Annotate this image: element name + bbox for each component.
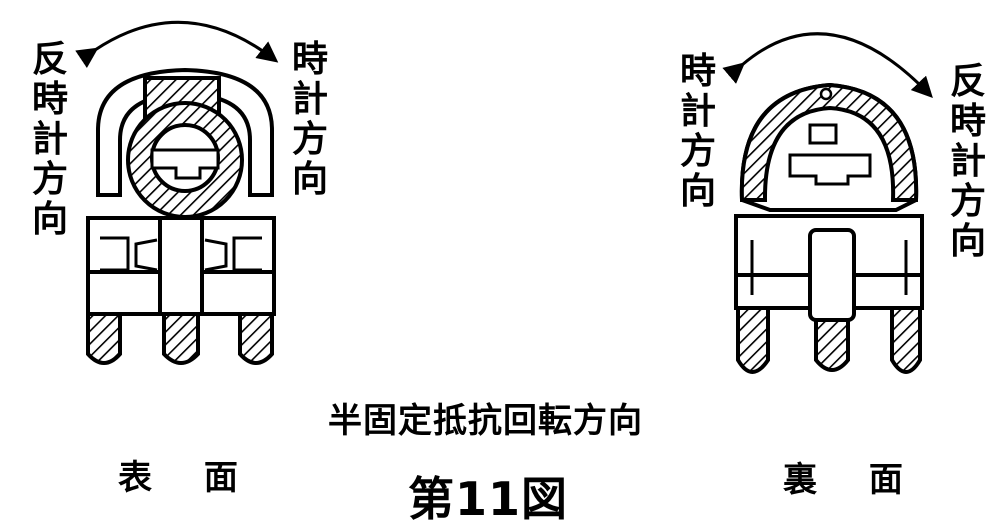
front-pin-center <box>162 312 200 365</box>
back-small-slot <box>808 123 838 145</box>
front-slot <box>150 148 220 180</box>
back-wide-slot <box>788 153 872 186</box>
back-rotation-arrow <box>722 32 933 99</box>
back-pin-center <box>814 318 850 372</box>
front-pin-left <box>86 312 122 365</box>
front-pin-right <box>238 312 274 365</box>
back-view-label: 裏 面 <box>783 460 923 500</box>
figure-title: 半固定抵抗回転方向 <box>328 401 643 441</box>
back-pin-left <box>736 306 770 374</box>
front-center-tab <box>158 216 204 316</box>
back-crescent <box>739 82 919 202</box>
back-pin-right <box>890 306 922 374</box>
front-rotation-arrow <box>75 20 279 69</box>
figure-caption: 第11図 <box>408 472 569 526</box>
back-cw-label: 時計方向 <box>679 51 716 212</box>
back-ccw-label: 反時計方向 <box>949 61 986 262</box>
back-view <box>722 32 933 374</box>
front-view-label: 表 面 <box>118 458 258 498</box>
front-ccw-label: 反時計方向 <box>31 39 68 240</box>
front-cw-label: 時計方向 <box>291 39 328 200</box>
front-view <box>75 20 279 365</box>
back-center-tab <box>808 228 856 322</box>
